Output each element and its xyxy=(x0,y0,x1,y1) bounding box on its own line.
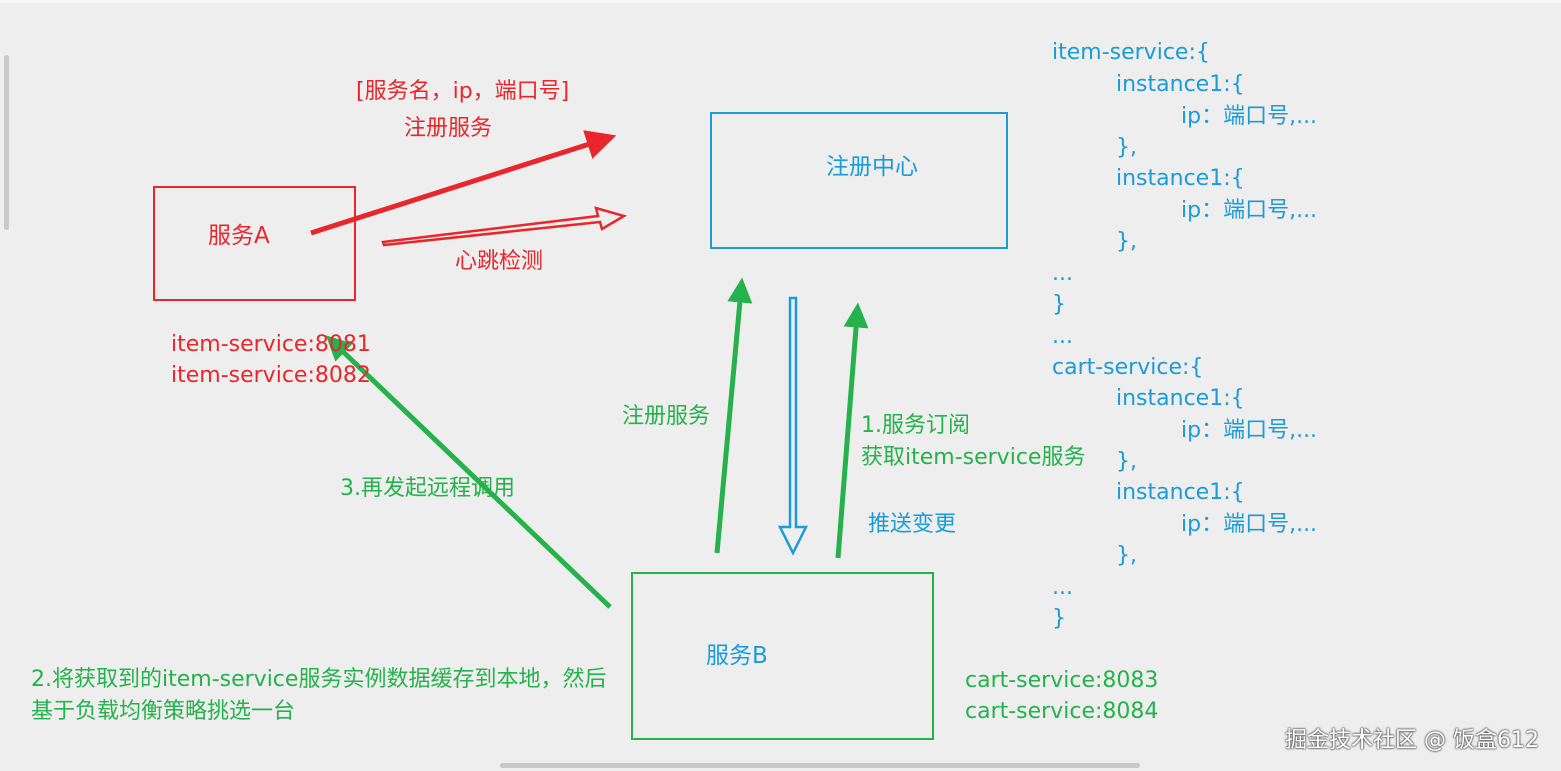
top-edge xyxy=(0,0,1561,3)
push-change-arrow xyxy=(777,296,809,556)
json-line: ip：端口号,... xyxy=(1181,104,1318,129)
json-line: } xyxy=(1052,606,1066,631)
register-arrow-green xyxy=(714,277,753,554)
json-line: ... xyxy=(1052,575,1073,600)
instance-b1-label: cart-service:8083 xyxy=(965,668,1159,693)
instance-a1-label: item-service:8081 xyxy=(171,332,371,357)
remote-call-arrow xyxy=(325,335,612,609)
json-line: item-service:{ xyxy=(1052,40,1210,65)
json-line: }, xyxy=(1116,449,1137,474)
registry-label: 注册中心 xyxy=(826,154,918,180)
json-line: ip：端口号,... xyxy=(1181,512,1318,537)
cache-label-line2: 基于负载均衡策略挑选一台 xyxy=(31,699,296,724)
heartbeat-label: 心跳检测 xyxy=(455,249,544,274)
subscribe-label-line2: 获取item-service服务 xyxy=(861,445,1086,470)
service-b-label: 服务B xyxy=(706,643,768,669)
json-line: }, xyxy=(1116,543,1137,568)
cache-label-line1: 2.将获取到的item-service服务实例数据缓存到本地，然后 xyxy=(31,667,607,692)
json-line: }, xyxy=(1116,135,1137,160)
heartbeat-arrow xyxy=(381,206,628,247)
instance-b2-label: cart-service:8084 xyxy=(965,699,1159,724)
register-service-red-label: 注册服务 xyxy=(404,116,493,141)
json-line: instance1:{ xyxy=(1116,166,1245,191)
subscribe-arrow xyxy=(835,302,869,559)
json-line: instance1:{ xyxy=(1116,72,1245,97)
register-tuple-label: [服务名，ip，端口号] xyxy=(356,79,570,104)
service-a-box xyxy=(153,186,356,301)
instance-a2-label: item-service:8082 xyxy=(171,363,371,388)
horizontal-scrollbar[interactable] xyxy=(500,763,1140,768)
service-b-box xyxy=(631,572,934,740)
json-line: }, xyxy=(1116,229,1137,254)
json-line: instance1:{ xyxy=(1116,480,1245,505)
watermark: 掘金技术社区 @ 饭盒612 xyxy=(1285,728,1539,753)
register-service-green-label: 注册服务 xyxy=(622,404,711,429)
json-line: ip：端口号,... xyxy=(1181,198,1318,223)
json-line: cart-service:{ xyxy=(1052,355,1204,380)
json-line: ... xyxy=(1052,324,1073,349)
registry-box xyxy=(710,112,1008,249)
remote-call-label: 3.再发起远程调用 xyxy=(340,476,515,501)
json-line: instance1:{ xyxy=(1116,386,1245,411)
subscribe-label-line1: 1.服务订阅 xyxy=(861,413,970,438)
vertical-scrollbar[interactable] xyxy=(4,55,9,230)
service-a-label: 服务A xyxy=(208,223,270,249)
push-change-label: 推送变更 xyxy=(868,512,957,537)
json-line: } xyxy=(1052,292,1066,317)
json-line: ip：端口号,... xyxy=(1181,418,1318,443)
register-arrow-red xyxy=(310,130,617,236)
json-line: ... xyxy=(1052,261,1073,286)
